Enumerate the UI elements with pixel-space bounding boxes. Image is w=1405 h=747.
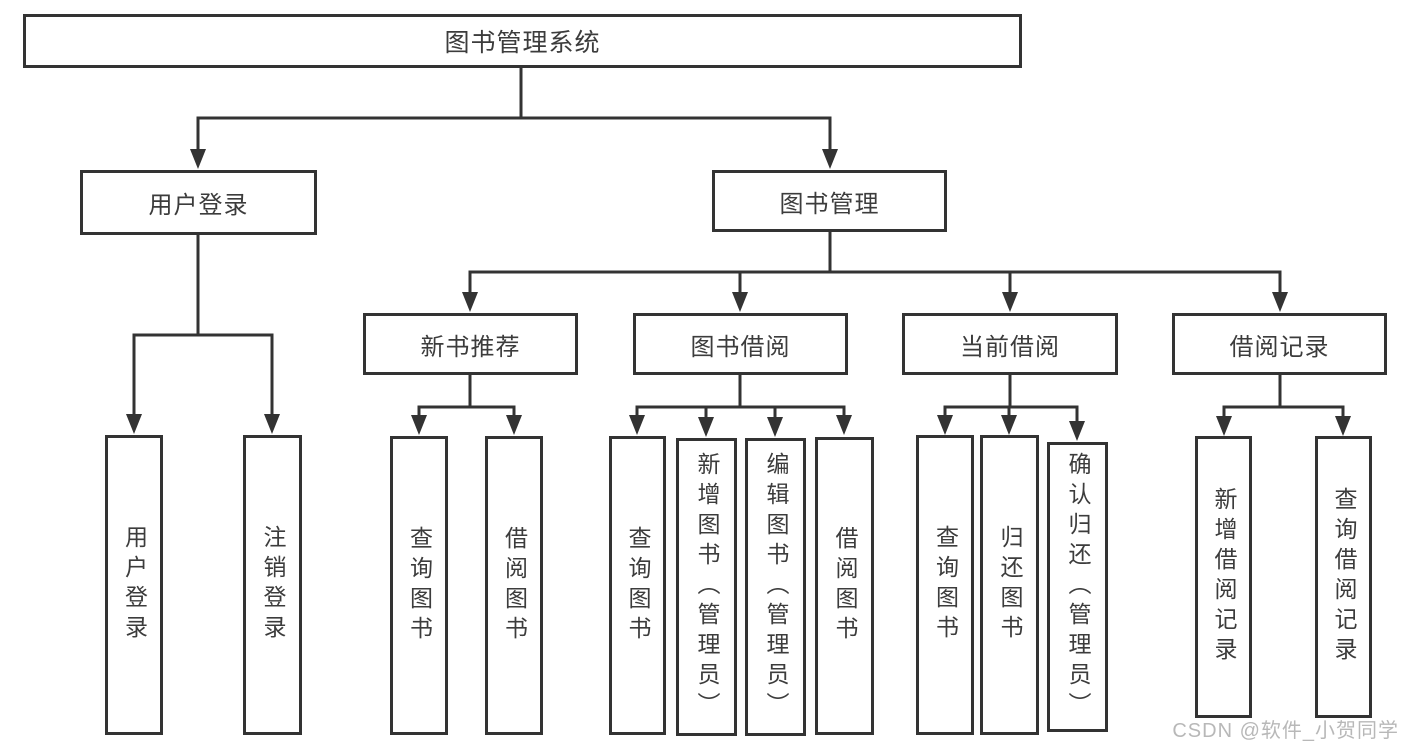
leaf-borrow-books-2: 借阅图书 — [815, 437, 874, 735]
leaf-borrow-books-1: 借阅图书 — [485, 436, 543, 735]
leaf-add-borrow-record: 新增借阅记录 — [1195, 436, 1252, 718]
leaf-query-books-3: 查询图书 — [916, 435, 974, 735]
node-label: 当前借阅 — [960, 333, 1060, 361]
node-label: 图书管理系统 — [444, 29, 601, 57]
node-label: 用户登录 — [148, 192, 249, 219]
leaf-add-books-admin: 新增图书（管理员） — [676, 438, 737, 736]
node-label: 查询图书 — [625, 525, 651, 646]
leaf-confirm-return-admin: 确认归还（管理员） — [1047, 442, 1108, 732]
node-label: 借阅图书 — [501, 525, 528, 646]
connector-book-mgmt-to-level3 — [462, 232, 1288, 312]
leaf-query-books-1: 查询图书 — [390, 436, 448, 735]
node-label: 借阅图书 — [832, 526, 858, 646]
node-user-login-module: 用户登录 — [80, 170, 317, 235]
node-label: 新增借阅记录 — [1211, 487, 1237, 667]
leaf-query-books-2: 查询图书 — [609, 436, 666, 735]
node-book-borrowing: 图书借阅 — [633, 313, 848, 375]
connector-root-to-level2 — [190, 68, 838, 169]
node-label: 用户登录 — [121, 525, 148, 645]
node-borrowing-records: 借阅记录 — [1172, 313, 1387, 375]
node-current-borrowing: 当前借阅 — [902, 313, 1118, 375]
node-label: 图书管理 — [779, 190, 880, 218]
node-label: 查询图书 — [932, 525, 959, 645]
node-label: 新增图书（管理员） — [694, 452, 720, 722]
node-label: 查询借阅记录 — [1331, 487, 1357, 667]
node-label: 确认归还（管理员） — [1065, 452, 1091, 722]
node-label: 新书推荐 — [420, 333, 521, 361]
leaf-edit-books-admin: 编辑图书（管理员） — [745, 438, 806, 736]
node-label: 图书借阅 — [690, 333, 791, 361]
connector-current-borrow-branch — [937, 375, 1085, 441]
leaf-logout: 注销登录 — [243, 435, 302, 735]
leaf-return-books: 归还图书 — [980, 435, 1039, 735]
connector-new-book-branch — [411, 375, 522, 435]
connector-borrow-records-branch — [1216, 375, 1351, 436]
node-book-management-module: 图书管理 — [712, 170, 947, 232]
csdn-watermark: CSDN @软件_小贺同学 — [1172, 720, 1399, 742]
node-label: 注销登录 — [260, 525, 286, 645]
node-label: 查询图书 — [406, 525, 433, 646]
node-library-management-system: 图书管理系统 — [23, 14, 1022, 68]
leaf-user-login: 用户登录 — [105, 435, 163, 735]
connector-user-login-branch — [126, 235, 280, 434]
node-label: 编辑图书（管理员） — [763, 452, 789, 722]
node-new-book-recommend: 新书推荐 — [363, 313, 578, 375]
node-label: 归还图书 — [997, 525, 1023, 645]
leaf-query-borrow-record: 查询借阅记录 — [1315, 436, 1372, 718]
connector-book-borrow-branch — [629, 375, 852, 437]
node-label: 借阅记录 — [1229, 333, 1330, 361]
